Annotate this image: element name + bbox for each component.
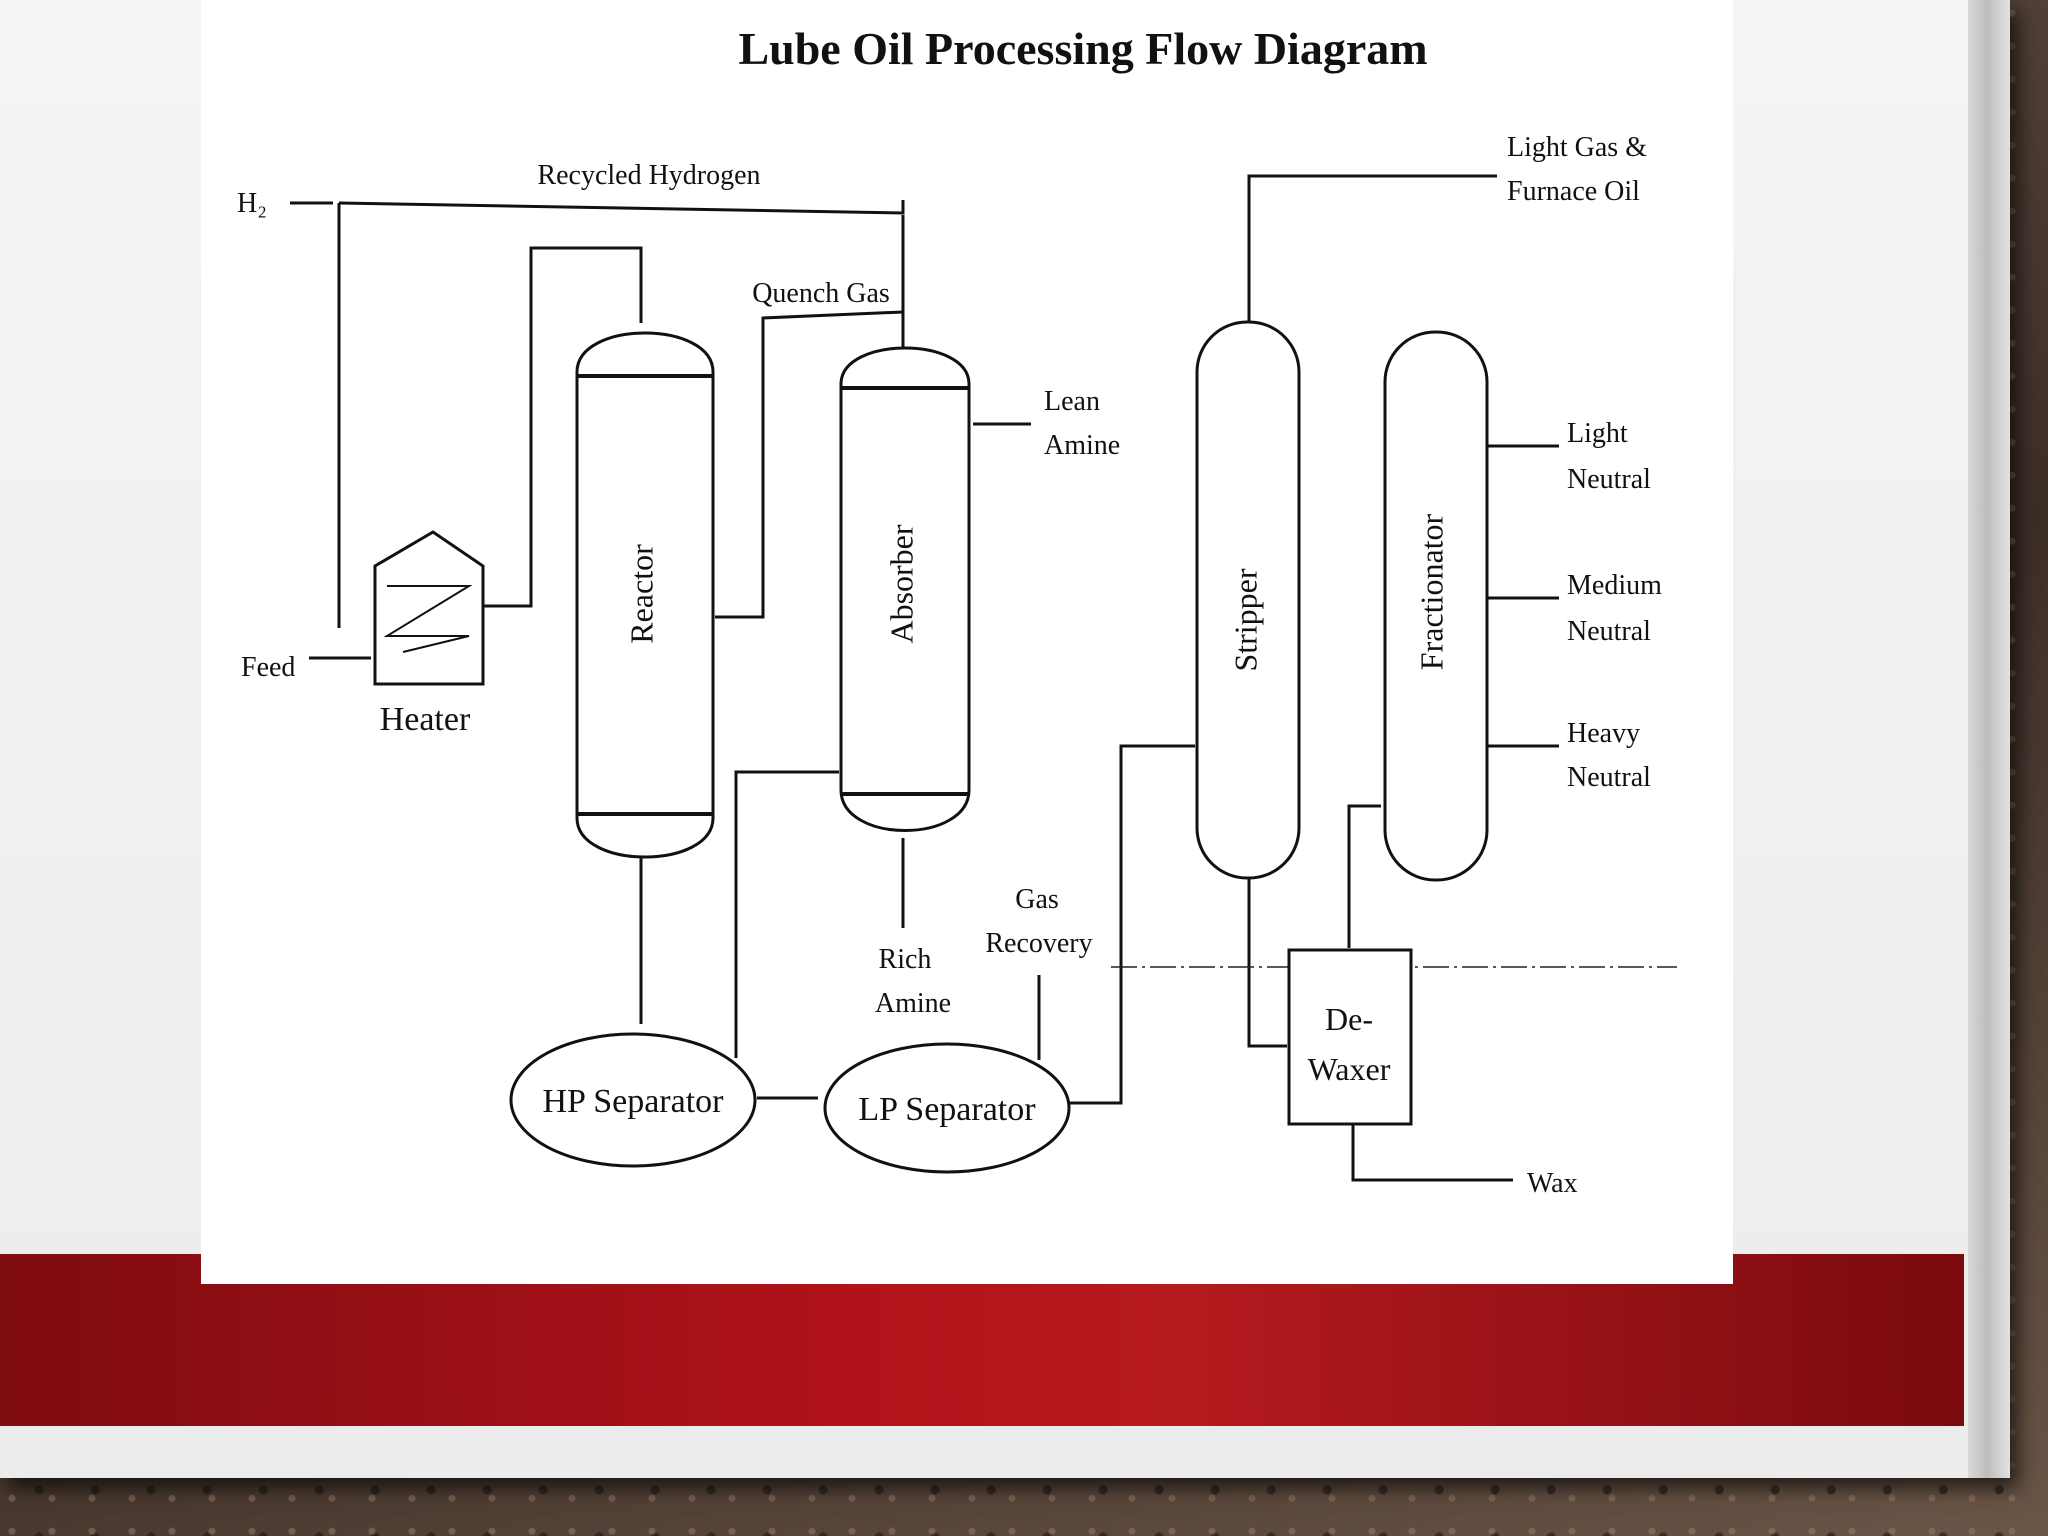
reactor	[575, 331, 715, 859]
slide: Lube Oil Processing Flow Diagram	[0, 0, 2010, 1478]
hp-separator-label: HP Separator	[543, 1083, 725, 1120]
lp-separator-label: LP Separator	[858, 1091, 1036, 1128]
slide-edge	[1968, 0, 2010, 1478]
h2-label: H₂	[237, 188, 267, 219]
feed-label: Feed	[241, 652, 295, 683]
diagram-panel: Lube Oil Processing Flow Diagram	[201, 0, 1733, 1284]
lp-to-stripper-line	[1069, 744, 1195, 1105]
light-gas-label-line2: Furnace Oil	[1507, 176, 1640, 207]
light-neutral-label-line2: Neutral	[1567, 464, 1651, 495]
rich-amine-label-line2: Amine	[875, 988, 951, 1019]
gas-recovery-label-line2: Recovery	[985, 928, 1092, 959]
gas-recovery-label-line1: Gas	[1015, 884, 1059, 915]
diagram-title: Lube Oil Processing Flow Diagram	[738, 23, 1427, 74]
wax-line	[1351, 1124, 1513, 1182]
stripper-to-dewaxer-line	[1247, 878, 1287, 1048]
heater-label: Heater	[380, 701, 471, 738]
light-neutral-label-line1: Light	[1567, 418, 1628, 449]
stripper	[1195, 320, 1301, 880]
stripper-label: Stripper	[1227, 568, 1263, 671]
flow-diagram: Lube Oil Processing Flow Diagram	[237, 23, 1677, 1199]
absorber	[839, 346, 971, 832]
lean-amine-label-line1: Lean	[1044, 386, 1100, 417]
hp-separator	[509, 1032, 757, 1168]
reactor-label: Reactor	[623, 544, 659, 644]
quench-gas-label: Quench Gas	[752, 278, 890, 309]
dewaxer-label-line2: Waxer	[1308, 1051, 1391, 1087]
recycled-hydrogen-line	[338, 200, 905, 215]
quench-gas-line	[715, 310, 904, 619]
heavy-neutral-label-line1: Heavy	[1567, 718, 1640, 749]
dewaxer-label-line1: De-	[1325, 1001, 1373, 1037]
dewaxer	[1287, 948, 1413, 1126]
heater	[373, 530, 485, 686]
rich-amine-label-line1: Rich	[879, 944, 932, 975]
absorber-label: Absorber	[883, 524, 919, 643]
lp-separator	[823, 1042, 1071, 1174]
wax-label: Wax	[1527, 1168, 1578, 1199]
heavy-neutral-label-line2: Neutral	[1567, 762, 1651, 793]
fractionator	[1383, 330, 1489, 882]
light-gas-label-line1: Light Gas &	[1507, 132, 1647, 163]
light-gas-line	[1247, 174, 1497, 322]
medium-neutral-label-line1: Medium	[1567, 570, 1662, 601]
lean-amine-label-line2: Amine	[1044, 430, 1120, 461]
hp-to-absorber-line	[734, 770, 839, 1058]
fractionator-label: Fractionator	[1413, 513, 1449, 670]
dewaxer-to-fractionator-line	[1347, 804, 1381, 948]
heater-to-reactor-line	[483, 246, 643, 608]
recycled-hydrogen-label: Recycled Hydrogen	[537, 160, 760, 191]
medium-neutral-label-line2: Neutral	[1567, 616, 1651, 647]
